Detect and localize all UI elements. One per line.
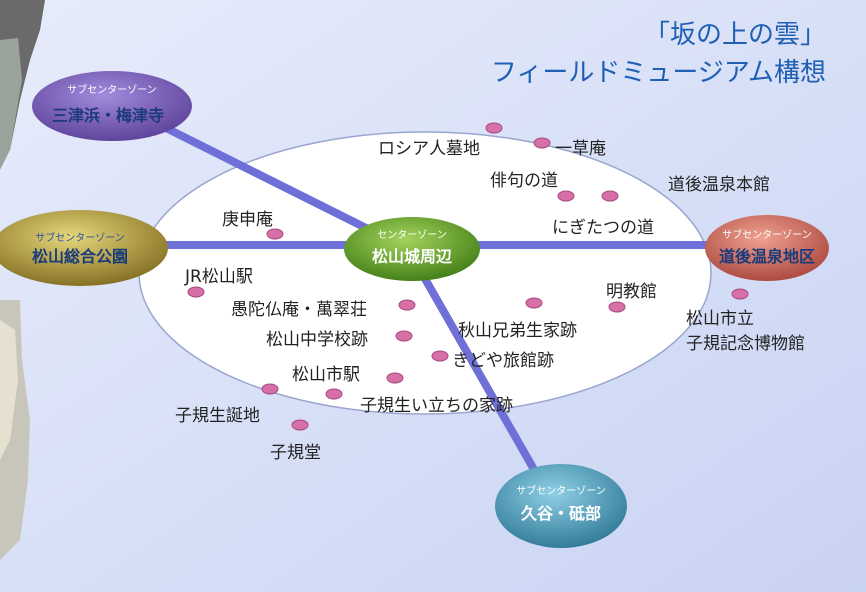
zone-name: 三津浜・梅津寺: [52, 106, 164, 125]
zone-name: 松山総合公園: [32, 247, 128, 266]
marker-akiyama: [525, 297, 543, 309]
zone-name: 久谷・砥部: [521, 504, 601, 523]
zone-center[interactable]: センターゾーン 松山城周辺: [344, 217, 480, 281]
site-label-shiki-museum-1: 松山市立: [686, 309, 754, 329]
zone-caption: センターゾーン: [377, 229, 447, 241]
marker-gudabutsu: [398, 299, 416, 311]
zone-caption: サブセンターゾーン: [722, 228, 812, 241]
site-label-akiyama: 秋山兄弟生家跡: [458, 321, 577, 341]
site-label-shikido: 子規堂: [270, 443, 321, 463]
marker-ichiso: [533, 137, 551, 149]
zone-mitsuhama[interactable]: サブセンターゾーン 三津浜・梅津寺: [32, 71, 192, 141]
site-label-chugaku: 松山中学校跡: [266, 330, 368, 350]
site-label-haiku: 俳句の道: [490, 171, 558, 191]
site-label-kidoya: きどや旅館跡: [452, 351, 554, 371]
zone-caption: サブセンターゾーン: [516, 484, 606, 497]
site-label-jr: JR松山駅: [185, 267, 253, 287]
zone-sogo-park[interactable]: サブセンターゾーン 松山総合公園: [0, 210, 168, 286]
route-kutani: [416, 266, 544, 484]
site-label-nigitatsu: にぎたつの道: [552, 218, 654, 238]
site-label-koshin: 庚申庵: [222, 210, 273, 230]
marker-haiku: [557, 190, 575, 202]
marker-shiki-seitan: [261, 383, 279, 395]
zone-kutani[interactable]: サブセンターゾーン 久谷・砥部: [495, 464, 627, 548]
marker-chugaku: [395, 330, 413, 342]
marker-meikyo: [608, 301, 626, 313]
marker-kidoya: [431, 350, 449, 362]
site-label-dogo-honkan: 道後温泉本館: [668, 175, 770, 195]
marker-koshin: [266, 228, 284, 240]
map-title-line1: 「坂の上の雲」: [643, 20, 826, 50]
marker-shieki: [386, 372, 404, 384]
site-label-shieki: 松山市駅: [292, 365, 360, 385]
marker-jr: [187, 286, 205, 298]
map-title-line2: フィールドミュージアム構想: [490, 58, 826, 88]
site-label-meikyo: 明教館: [606, 282, 657, 302]
route-mitsuhama: [126, 106, 404, 249]
photo-fragments: [0, 0, 45, 560]
site-label-gudabutsu: 愚陀仏庵・萬翠荘: [231, 300, 367, 320]
zone-dogo[interactable]: サブセンターゾーン 道後温泉地区: [705, 215, 829, 281]
site-markers: [187, 122, 749, 431]
zone-name: 道後温泉地区: [719, 247, 815, 266]
zone-caption: サブセンターゾーン: [67, 83, 157, 96]
site-label-ichiso: 一草庵: [555, 139, 606, 159]
marker-shiki-tachi: [325, 388, 343, 400]
marker-shiki-museum: [731, 288, 749, 300]
marker-shikido: [291, 419, 309, 431]
marker-nigitatsu: [601, 190, 619, 202]
marker-roshia: [485, 122, 503, 134]
site-label-roshia: ロシア人墓地: [378, 139, 480, 159]
site-label-shiki-seitan: 子規生誕地: [175, 406, 260, 426]
site-label-shiki-tachi: 子規生い立ちの家跡: [360, 396, 513, 416]
zone-caption: サブセンターゾーン: [35, 231, 125, 244]
zone-name: 松山城周辺: [372, 247, 452, 266]
site-label-shiki-museum-2: 子規記念博物館: [686, 334, 805, 354]
